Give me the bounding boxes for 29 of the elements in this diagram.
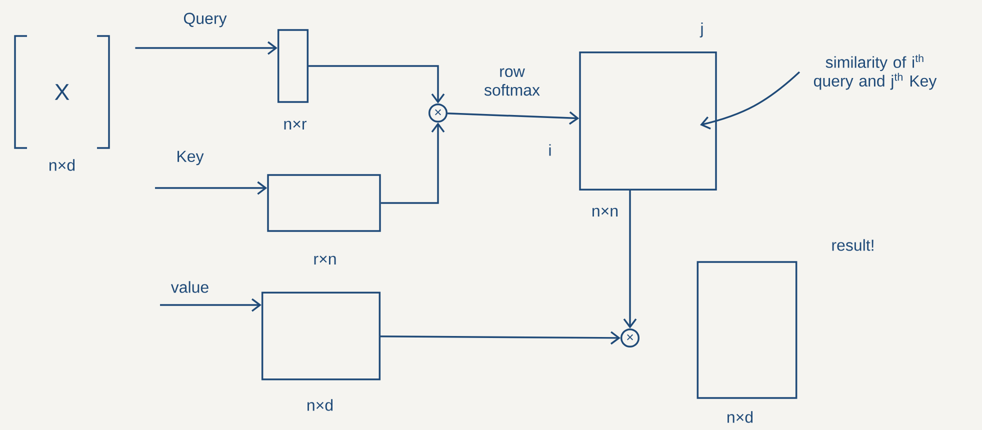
index-label: j <box>700 22 703 38</box>
edge-label: value <box>170 281 208 293</box>
matrix-box <box>267 174 381 232</box>
arrow <box>380 331 620 345</box>
edge-label: Key <box>178 150 204 166</box>
leader-line <box>700 71 800 130</box>
matrix-box <box>579 51 717 191</box>
size-label: r×n <box>314 256 336 264</box>
arrow <box>380 122 445 204</box>
edge-label: row softmax <box>484 68 540 96</box>
size-label: n×n <box>592 208 618 216</box>
arrow <box>160 298 262 312</box>
arrow <box>135 41 278 55</box>
size-label: result! <box>832 239 874 251</box>
size-label: n×r <box>284 120 307 130</box>
size-label: n×d <box>50 159 75 171</box>
arrow <box>448 111 580 125</box>
matrix-box <box>261 292 381 380</box>
edge-label: Query <box>184 12 227 28</box>
matrix-box <box>696 261 798 399</box>
note-text: similarity of i$^{th}$ query and j$^{th}$ Key <box>814 54 937 90</box>
matrix-bracket: X <box>14 35 110 149</box>
size-label: n×d <box>308 399 333 411</box>
size-label: n×d <box>728 411 753 423</box>
arrow <box>308 65 445 104</box>
matrix-box <box>277 29 309 103</box>
index-label: i <box>549 144 551 156</box>
arrow <box>623 190 637 328</box>
arrow <box>155 181 268 195</box>
